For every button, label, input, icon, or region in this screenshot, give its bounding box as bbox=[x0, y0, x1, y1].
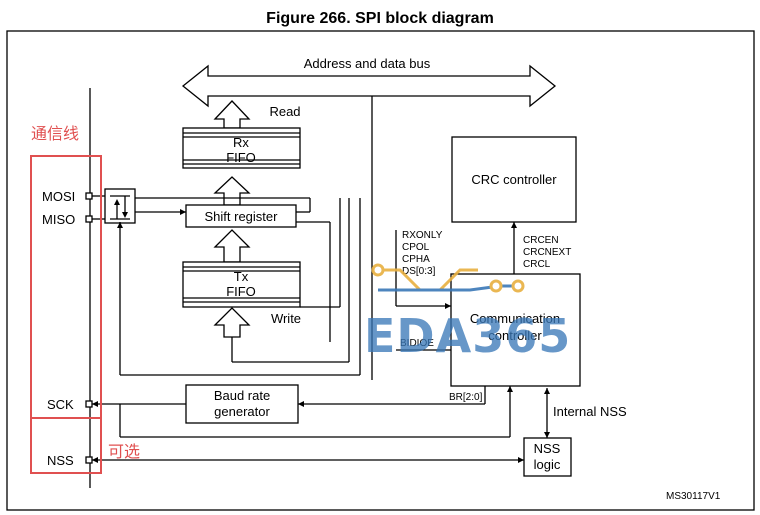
crcl-signal: CRCL bbox=[523, 259, 551, 270]
rx-fifo-line2: FIFO bbox=[226, 150, 256, 165]
comm-controller-line2: controller bbox=[488, 328, 542, 343]
tx-to-shift-arrow bbox=[213, 229, 251, 263]
bus-label: Address and data bus bbox=[304, 56, 431, 71]
nss-logic-line2: logic bbox=[534, 457, 561, 472]
nss-label: NSS bbox=[47, 453, 74, 468]
rxonly-signal: RXONLY bbox=[402, 230, 443, 241]
br-signal: BR[2:0] bbox=[449, 392, 483, 403]
read-label: Read bbox=[269, 104, 300, 119]
address-data-bus-arrow bbox=[181, 64, 557, 108]
crcen-signal: CRCEN bbox=[523, 235, 559, 246]
rx-fifo: Rx FIFO bbox=[182, 127, 301, 169]
shift-to-rx-arrow bbox=[213, 176, 251, 206]
nss-logic-line1: NSS bbox=[534, 441, 561, 456]
cpol-signal: CPOL bbox=[402, 242, 430, 253]
figure-title: Figure 266. SPI block diagram bbox=[266, 10, 494, 27]
cpha-signal: CPHA bbox=[402, 254, 430, 265]
watermark-text: EDA365 bbox=[364, 309, 571, 363]
write-arrow bbox=[213, 307, 251, 338]
mosi-label: MOSI bbox=[42, 189, 75, 204]
optional-highlight bbox=[30, 417, 102, 474]
figure-frame bbox=[6, 30, 755, 511]
eda365-watermark: EDA365 bbox=[364, 263, 571, 363]
crcnext-signal: CRCNEXT bbox=[523, 247, 571, 258]
shift-register-label: Shift register bbox=[205, 209, 279, 224]
baud-rate-line1: Baud rate bbox=[214, 388, 270, 403]
comm-controller-line1: Communication bbox=[470, 311, 560, 326]
tx-fifo-line1: Tx bbox=[234, 269, 249, 284]
sck-pin bbox=[85, 400, 93, 408]
tx-fifo: Tx FIFO bbox=[182, 261, 301, 308]
tx-fifo-line2: FIFO bbox=[226, 284, 256, 299]
baud-rate-line2: generator bbox=[214, 404, 270, 419]
figure-id: MS30117V1 bbox=[666, 491, 721, 502]
shift-register-box bbox=[185, 204, 297, 228]
rx-fifo-line1: Rx bbox=[233, 135, 249, 150]
write-label: Write bbox=[271, 311, 301, 326]
ds-signal: DS[0:3] bbox=[402, 266, 436, 277]
internal-nss-label: Internal NSS bbox=[553, 404, 627, 419]
crc-controller-box bbox=[451, 136, 577, 223]
baud-rate-box bbox=[185, 384, 299, 424]
nss-pin bbox=[85, 456, 93, 464]
miso-pin bbox=[85, 215, 93, 223]
optional-annotation: 可选 bbox=[108, 442, 140, 461]
comm-lines-annotation: 通信线 bbox=[31, 124, 79, 143]
mosi-pin bbox=[85, 192, 93, 200]
sck-label: SCK bbox=[47, 397, 74, 412]
read-arrow bbox=[213, 100, 251, 129]
comm-controller-box bbox=[450, 273, 581, 387]
crc-controller-label: CRC controller bbox=[471, 172, 557, 187]
io-switch-box bbox=[104, 188, 136, 224]
miso-label: MISO bbox=[42, 212, 75, 227]
bidioe-signal: BIDIOE bbox=[400, 338, 434, 349]
